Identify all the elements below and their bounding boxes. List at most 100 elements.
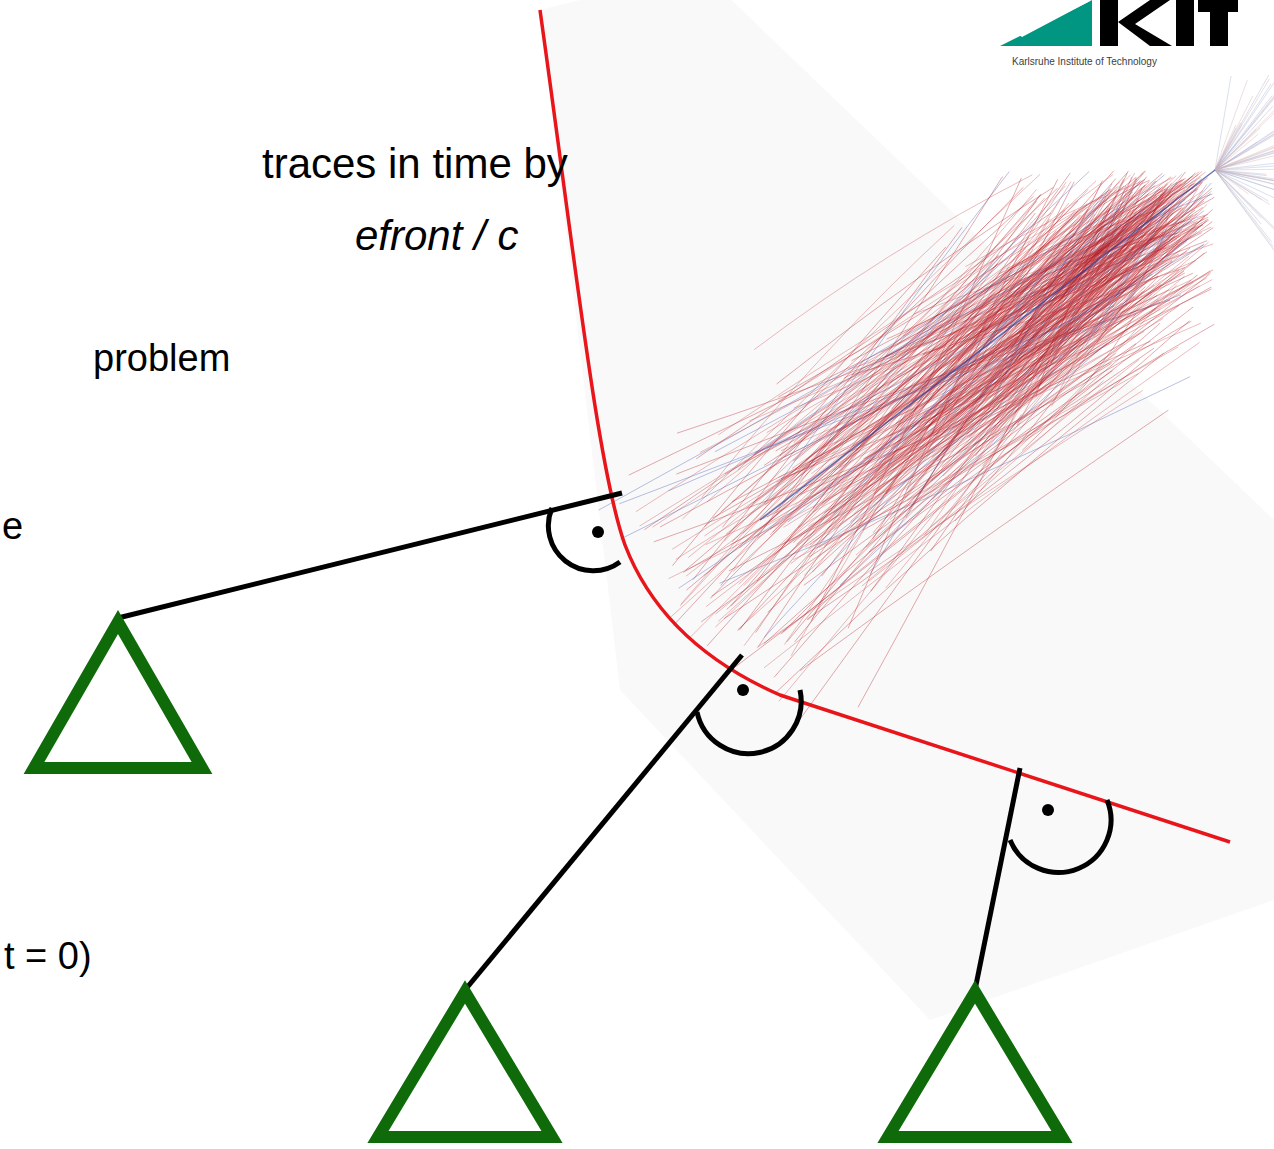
distance-line [465, 655, 742, 990]
shower-track [1215, 96, 1272, 170]
shower-track [922, 196, 1116, 392]
shower-track [1215, 170, 1274, 279]
detector-triangle [888, 992, 1062, 1137]
air-shower [599, 54, 1274, 739]
shower-track [1215, 161, 1274, 170]
right-angle-dot [592, 526, 604, 538]
shower-track [1215, 132, 1274, 170]
wavefront [540, 10, 1230, 842]
shower-track [789, 221, 1207, 542]
shower-track [724, 320, 979, 541]
shower-track [770, 189, 1037, 468]
shower-track [793, 373, 1138, 559]
shower-track [740, 243, 1061, 630]
right-angle-arc [1010, 800, 1111, 872]
shower-track [943, 182, 1168, 344]
logo-letter [1100, 0, 1118, 46]
shower-track [826, 248, 1026, 435]
shower-track [854, 254, 1137, 514]
shower-track [856, 353, 1116, 555]
shower-track [1215, 55, 1274, 170]
shower-track [713, 264, 1127, 518]
shower-track [888, 243, 1109, 458]
shower-track [1215, 170, 1261, 224]
shower-track [702, 225, 955, 497]
shower-track [1215, 80, 1274, 170]
shower-track [1215, 54, 1274, 170]
logo-letter [1176, 0, 1194, 46]
kit-logo [1000, 0, 1238, 46]
right-angle-dot [737, 684, 749, 696]
shower-track [1115, 209, 1213, 300]
shower-track [810, 323, 1094, 545]
right-angle-arc [548, 508, 620, 571]
shower-track [1215, 170, 1274, 190]
shower-track [1215, 170, 1249, 194]
shower-track [1003, 189, 1131, 383]
right-angle-arc [697, 690, 801, 754]
shower-track [1056, 174, 1182, 339]
shower-track [1028, 177, 1146, 330]
shower-track [940, 181, 1096, 337]
shower-track [1041, 254, 1168, 382]
shower-track [700, 277, 1013, 453]
shower-track [807, 321, 1190, 620]
shower-track [1215, 75, 1269, 170]
logo-letter [1118, 0, 1172, 46]
shower-track [876, 270, 1179, 465]
shower-track [954, 232, 1109, 433]
detector-triangle [34, 622, 202, 768]
shower-track [1215, 170, 1274, 241]
shower-track [873, 286, 1200, 491]
shower-track [1215, 127, 1274, 170]
shower-band [540, 0, 1274, 1020]
shower-axis [760, 170, 1215, 520]
logo-fan-gap [1015, 0, 1092, 37]
shower-track [696, 213, 1051, 459]
shower-track [784, 346, 1060, 527]
logo-caption: Karlsruhe Institute of Technology [1012, 56, 1157, 68]
formula-fragment: efront / c [355, 212, 518, 260]
right-angle-dot [1042, 804, 1054, 816]
text-fragment: problem [93, 337, 230, 381]
logo-fan-gap [1030, 0, 1092, 24]
distance-line [118, 493, 622, 618]
shower-track [783, 287, 1145, 632]
shower-track [858, 222, 1112, 707]
shower-track [1215, 124, 1242, 170]
shower-track [718, 191, 1111, 435]
shower-track [673, 203, 1087, 625]
shower-track [1215, 106, 1273, 170]
shower-track [869, 381, 1104, 582]
shower-track [822, 211, 1110, 576]
shower-track [809, 190, 1167, 548]
distance-line [975, 768, 1020, 990]
detector-triangle [378, 992, 552, 1137]
text-fragment: traces in time by [262, 140, 568, 188]
shower-track [911, 213, 1141, 429]
shower-track [715, 203, 1190, 614]
shower-track [722, 187, 1023, 527]
shower-track [744, 210, 1075, 646]
shower-track [620, 356, 983, 539]
shower-track [712, 292, 1120, 596]
shower-track [738, 200, 1145, 631]
shower-track [680, 186, 1065, 606]
logo-fan [1000, 0, 1092, 46]
shower-track [1215, 80, 1247, 170]
shower-track [813, 213, 1035, 508]
shower-track [1215, 158, 1274, 170]
shower-track [1215, 67, 1274, 170]
shower-track [765, 193, 1165, 505]
shower-track [1015, 244, 1204, 349]
shower-track [636, 314, 960, 511]
shower-track [1049, 171, 1128, 306]
shower-track [1215, 65, 1274, 170]
shower-track [890, 218, 1168, 519]
text-fragment: t = 0) [4, 935, 92, 979]
text-fragment: e [2, 505, 23, 549]
shower-track [1037, 184, 1167, 356]
shower-track [808, 283, 1161, 620]
shower-track [811, 271, 1048, 473]
